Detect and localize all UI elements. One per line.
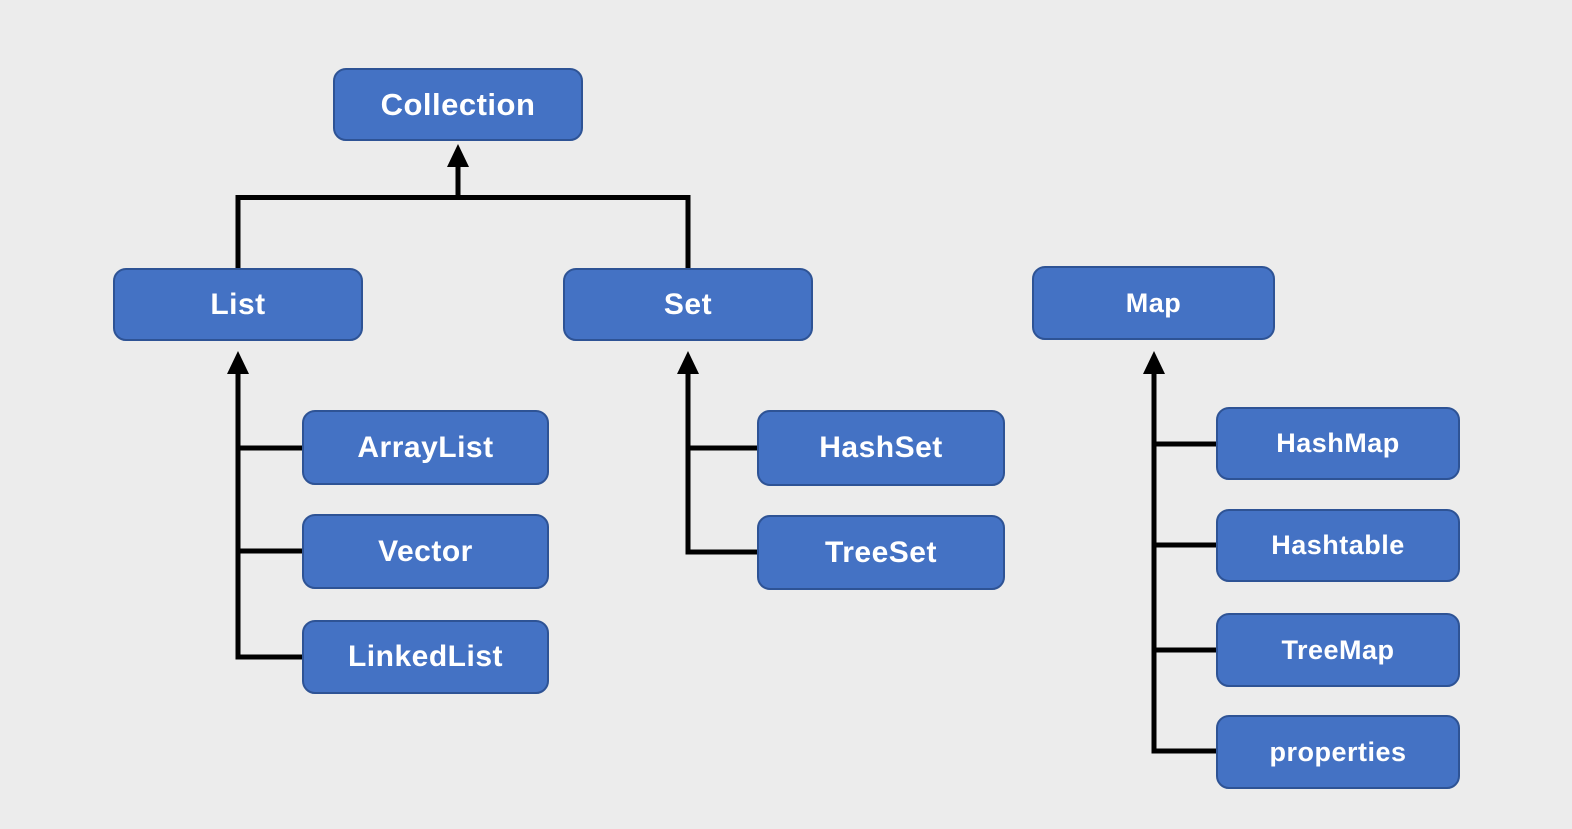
node-hashtable: Hashtable — [1216, 509, 1460, 582]
node-properties: properties — [1216, 715, 1460, 789]
node-collection: Collection — [333, 68, 583, 141]
node-treemap: TreeMap — [1216, 613, 1460, 687]
arrowhead-collection — [447, 144, 469, 167]
arrowhead-set — [677, 351, 699, 374]
arrowhead-map — [1143, 351, 1165, 374]
node-list: List — [113, 268, 363, 341]
arrowhead-list — [227, 351, 249, 374]
node-treeset: TreeSet — [757, 515, 1005, 590]
node-arraylist: ArrayList — [302, 410, 549, 485]
node-linkedlist: LinkedList — [302, 620, 549, 694]
node-hashmap: HashMap — [1216, 407, 1460, 480]
node-hashset: HashSet — [757, 410, 1005, 486]
node-set: Set — [563, 268, 813, 341]
node-vector: Vector — [302, 514, 549, 589]
node-map: Map — [1032, 266, 1275, 340]
